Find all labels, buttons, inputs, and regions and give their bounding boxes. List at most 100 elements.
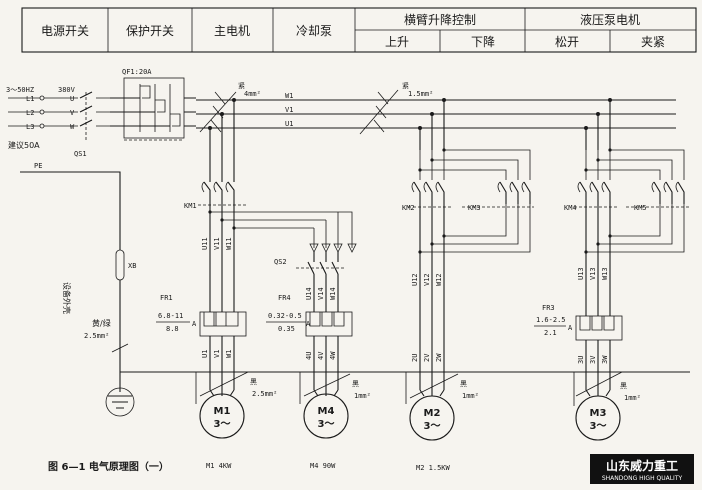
header-arm-lift: 横臂升降控制 (404, 13, 476, 27)
m1-label: M1 (214, 406, 231, 417)
supply-section: 3～50HZ 380V L1 L2 L3 U V W 建议50A QS1 QF1… (6, 68, 196, 250)
m3-label: M3 (590, 408, 607, 419)
bus-main-mark: 紧 (238, 81, 245, 90)
bus-v1: V1 (285, 106, 293, 114)
logo-en: SHANDONG HIGH QUALITY (602, 475, 683, 482)
wire-u1m: U1 (201, 350, 209, 358)
wire-2w: 2W (435, 353, 443, 362)
km1-label: KM1 (184, 202, 197, 210)
wire-v11: V11 (213, 237, 221, 250)
header-protect-switch: 保护开关 (126, 24, 174, 38)
wire-u12: U12 (411, 273, 419, 286)
term-w: W (70, 123, 75, 131)
branch-m3: KM4 KM5 U13 V13 W13 FR3 1.6-2.5 2.1 A 3U… (534, 98, 690, 441)
fr1-range: 6.8-11 (158, 312, 183, 320)
branch-m2: KM2 KM3 U12 V12 W12 2U 2V 2W 黑 1mm² M2 3… (402, 98, 534, 472)
m2-caption: M2 1.5KW (416, 464, 451, 472)
main-bus: W1 V1 U1 紧 4mm² 紧 1.5mm² (196, 81, 676, 135)
bus-branch-mark: 紧 (402, 81, 409, 90)
wire-v13: V13 (589, 267, 597, 280)
bus-branch-size: 1.5mm² (408, 90, 433, 98)
term-v: V (70, 109, 75, 117)
m3-wire-size: 1mm² (624, 394, 641, 402)
km5-label: KM5 (634, 204, 647, 212)
header-hyd-release: 松开 (555, 35, 579, 49)
phase-l1: L1 (26, 95, 34, 103)
wire-2u: 2U (411, 354, 419, 362)
header-arm-up: 上升 (385, 35, 409, 49)
m4-wire-size: 1mm² (354, 392, 371, 400)
km2-label: KM2 (402, 204, 415, 212)
branch-m4: QS2 U14 V14 W14 FR4 0.32-0.5 0.35 A 4U 4… (266, 252, 371, 470)
phase-l3: L3 (26, 123, 34, 131)
m2-label: M2 (424, 408, 441, 419)
fr1-name: FR1 (160, 294, 173, 302)
m2-wire-size: 1mm² (462, 392, 479, 400)
wire-4w: 4W (329, 351, 337, 360)
km4-label: KM4 (564, 204, 577, 212)
header-hyd-clamp: 夹紧 (641, 35, 665, 49)
wire-w13: W13 (601, 267, 609, 280)
wire-u13: U13 (577, 267, 585, 280)
header-coolant-pump: 冷却泵 (296, 24, 332, 38)
branch-m1: KM1 U11 V11 W11 FR1 6.8-11 8.8 A U1 V1 W… (156, 98, 357, 470)
m4-phase: 3～ (318, 419, 335, 430)
wire-3u: 3U (577, 356, 585, 364)
fr1-set: 8.8 (166, 325, 179, 333)
wire-v1m: V1 (213, 350, 221, 358)
wire-w1m: W1 (225, 350, 233, 358)
fr3-range: 1.6-2.5 (536, 316, 566, 324)
wire-4v: 4V (317, 351, 325, 360)
wire-v14: V14 (317, 287, 325, 300)
pe-wire-size: 2.5mm² (84, 332, 109, 340)
km3-label: KM3 (468, 204, 481, 212)
wire-w11: W11 (225, 237, 233, 250)
bus-main-size: 4mm² (244, 90, 261, 98)
chassis-label: 设备外壳 (62, 282, 72, 314)
m1-caption: M1 4KW (206, 462, 232, 470)
qf1-label: QF1:20A (122, 68, 152, 76)
wire-u11: U11 (201, 237, 209, 250)
fr3-set: 2.1 (544, 329, 557, 337)
wire-3v: 3V (589, 355, 597, 364)
m2-wire-mark: 黑 (460, 380, 467, 388)
m4-wire-mark: 黑 (352, 380, 359, 388)
brand-logo: 山东威力重工 SHANDONG HIGH QUALITY (590, 454, 694, 484)
phase-l2: L2 (26, 109, 34, 117)
m2-phase: 3～ (424, 421, 441, 432)
fr4-set: 0.35 (278, 325, 295, 333)
m4-caption: M4 90W (310, 462, 336, 470)
qf1-breaker: QF1:20A (110, 68, 196, 141)
bus-w1: W1 (285, 92, 293, 100)
header-main-motor: 主电机 (214, 24, 250, 38)
pe-wire-color: 黄/绿 (92, 318, 111, 328)
wire-3w: 3W (601, 355, 609, 364)
m1-wire-size: 2.5mm² (252, 390, 277, 398)
wire-u14: U14 (305, 287, 313, 300)
pe-label: PE (34, 162, 42, 170)
qs1-label: QS1 (74, 150, 87, 158)
m3-phase: 3～ (590, 421, 607, 432)
bus-u1: U1 (285, 120, 293, 128)
ground-section: 设备外壳 XB 黄/绿 2.5mm² (62, 249, 690, 417)
supply-recommend: 建议50A (8, 140, 40, 150)
fr3-unit: A (568, 324, 573, 332)
logo-cn: 山东威力重工 (606, 458, 678, 473)
supply-spec: 3～50HZ (6, 86, 34, 94)
wire-w12: W12 (435, 273, 443, 286)
wire-v12: V12 (423, 273, 431, 286)
wire-w14: W14 (329, 287, 337, 300)
fr3-name: FR3 (542, 304, 555, 312)
header-table: 电源开关 保护开关 主电机 冷却泵 横臂升降控制 上升 下降 液压泵电机 松开 … (21, 7, 697, 53)
m4-label: M4 (318, 406, 335, 417)
figure-caption: 图 6—1 电气原理图（一） (48, 460, 169, 473)
m3-wire-mark: 黑 (620, 382, 627, 390)
wire-2v: 2V (423, 353, 431, 362)
header-hydraulic: 液压泵电机 (580, 12, 640, 27)
m1-wire-mark: 黑 (250, 378, 257, 386)
fr4-range: 0.32-0.5 (268, 312, 302, 320)
m1-phase: 3～ (214, 419, 231, 430)
wire-4u: 4U (305, 352, 313, 360)
fr4-name: FR4 (278, 294, 291, 302)
